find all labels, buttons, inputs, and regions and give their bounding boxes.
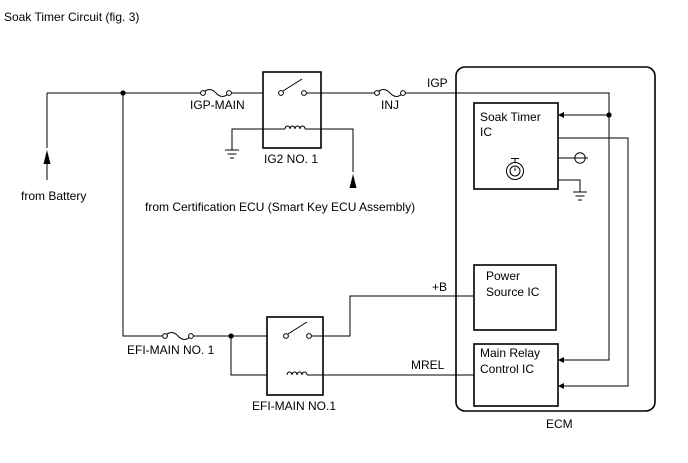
arrow-left-icon	[558, 383, 564, 389]
plus-b-label: +B	[432, 280, 447, 294]
efi-main-no1-relay-label: EFI-MAIN NO.1	[252, 399, 336, 413]
soak-timer-ic-label-2: IC	[480, 125, 492, 139]
fuse-icon	[376, 89, 404, 97]
from-cert-ecu-label: from Certification ECU (Smart Key ECU As…	[145, 200, 415, 214]
fuse-terminal-icon	[162, 333, 168, 339]
fuse-terminal-icon	[188, 333, 194, 339]
mrel-label: MREL	[411, 358, 445, 372]
power-source-ic-label-2: Source IC	[486, 285, 540, 299]
soak-ground-wire	[558, 179, 581, 192]
switch-contact-icon	[278, 90, 284, 96]
igp-label: IGP	[427, 76, 448, 90]
figure-title: Soak Timer Circuit (fig. 3)	[4, 10, 139, 24]
arrow-left-icon	[558, 357, 564, 363]
switch-contact-icon	[301, 90, 307, 96]
igp-main-label: IGP-MAIN	[190, 98, 245, 112]
relay-coil-icon	[286, 371, 308, 376]
plus-b-wire	[311, 295, 474, 337]
ground-icon	[225, 149, 239, 159]
switch-contact-icon	[306, 333, 312, 339]
fuse-icon	[202, 89, 230, 97]
fuse-terminal-icon	[400, 90, 406, 96]
from-battery-label: from Battery	[21, 189, 86, 203]
inj-label: INJ	[381, 98, 399, 112]
main-relay-control-ic-label-1: Main Relay	[480, 346, 540, 360]
relay-switch-icon	[287, 321, 308, 335]
ecm-box	[455, 66, 656, 412]
igp-to-mainrelay-wire	[563, 115, 610, 361]
main-relay-control-ic-label-2: Control IC	[480, 362, 534, 376]
arrow-left-icon	[558, 112, 564, 118]
fuse-terminal-icon	[226, 90, 232, 96]
efi-main-relay-box	[266, 316, 324, 396]
clock-icon	[506, 158, 524, 180]
power-source-ic-label-1: Power	[486, 269, 520, 283]
power-source-ic-box	[473, 264, 557, 331]
ig2-relay-label: IG2 NO. 1	[264, 152, 318, 166]
ecm-label: ECM	[546, 417, 573, 431]
coil-cert-wire	[305, 128, 354, 172]
coil-ground-wire	[231, 128, 285, 150]
fuse-icon	[164, 332, 192, 340]
fuse-terminal-icon	[200, 90, 206, 96]
efi-main-no1-fuse-label: EFI-MAIN NO. 1	[127, 343, 215, 357]
switch-contact-icon	[283, 333, 289, 339]
igp-wire	[405, 92, 610, 115]
soak-timer-ic-label-1: Soak Timer	[480, 110, 541, 124]
power-source-icon	[572, 152, 588, 164]
ground-icon	[573, 191, 587, 201]
arrow-up-icon	[349, 174, 357, 188]
arrow-up-icon	[43, 150, 51, 164]
soak-to-mainrelay-wire	[558, 137, 629, 387]
relay-switch-icon	[282, 78, 303, 92]
efi-branch-wire	[122, 93, 163, 337]
relay-coil-icon	[284, 125, 306, 130]
fuse-terminal-icon	[374, 90, 380, 96]
ig2-relay-box	[262, 71, 322, 149]
